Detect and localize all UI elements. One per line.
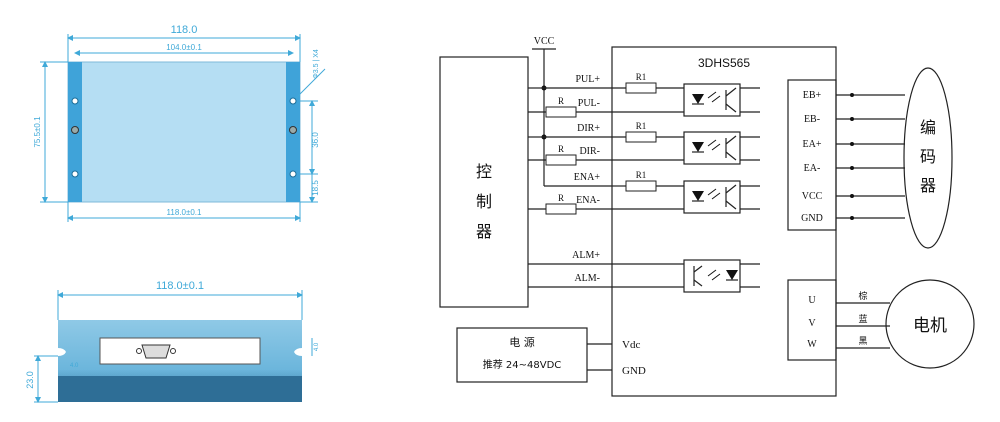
power-title: 电 源 [509, 335, 535, 349]
pin-gnd: GND [622, 365, 646, 377]
mount-hole [289, 97, 297, 105]
pin-pul-minus: PUL- [578, 98, 600, 109]
enc-pin: EA+ [803, 139, 822, 150]
pin-ena-minus: ENA- [576, 195, 600, 206]
dim-height: 75.5±0.1 [33, 116, 42, 148]
screw-icon [289, 126, 297, 134]
enc-pin: VCC [802, 191, 823, 202]
dim-side-depth: 4.0 [314, 342, 320, 351]
r1-label: R1 [636, 72, 647, 82]
enc-pin: EB- [804, 114, 820, 125]
mount-hole [289, 170, 297, 178]
wire-color: 黑 [858, 336, 867, 347]
slot-left [58, 348, 66, 356]
controller-label-2: 制 [476, 192, 492, 211]
motor-pin: W [807, 339, 817, 350]
encoder-label-3: 器 [920, 176, 936, 195]
r1-label: R1 [636, 170, 647, 180]
housing-top [67, 61, 301, 203]
db9-connector-icon [141, 344, 171, 359]
r-label: R [558, 193, 564, 203]
dim-bottom-width: 118.0±0.1 [167, 208, 202, 217]
optocoupler-icon [683, 180, 741, 214]
side-view: 118.0±0.1 23.0 4.0 4.0 [25, 280, 320, 403]
pin-dir-minus: DIR- [579, 146, 600, 157]
r-label: R [558, 96, 564, 106]
mount-hole [71, 97, 79, 105]
vcc-label: VCC [534, 36, 555, 47]
controller-label-1: 控 [476, 162, 492, 181]
dim-hole-dia: Φ3.5 | X4 [313, 49, 320, 79]
screw-icon [136, 348, 142, 354]
wire-color: 棕 [858, 290, 867, 302]
encoder-label-2: 码 [920, 147, 936, 166]
optocoupler-icon [683, 83, 741, 117]
r1-label: R1 [636, 121, 647, 131]
mount-hole [71, 170, 79, 178]
motor-pin: V [808, 318, 816, 329]
dim-mount-edge: 18.5 [311, 180, 320, 196]
dim-top-width: 118.0 [171, 24, 198, 36]
enc-pin: EA- [804, 163, 821, 174]
dim-side-height: 23.0 [25, 371, 35, 389]
controller-box [439, 56, 529, 308]
controller-label-3: 器 [476, 222, 492, 241]
slot-right [294, 348, 302, 356]
dim-hole-spacing: 104.0±0.1 [166, 43, 202, 52]
enc-pin: EB+ [803, 90, 822, 101]
pin-pul-plus: PUL+ [575, 74, 600, 85]
r-label: R [558, 144, 564, 154]
encoder-terminal [787, 79, 837, 231]
pin-vdc: Vdc [622, 339, 640, 351]
connector-plate [99, 337, 261, 365]
power-recommend: 推荐 24~48VDC [483, 358, 562, 371]
optocoupler-icon [683, 131, 741, 165]
wiring-schematic: 控 制 器 VCC 3DHS565 PUL+ R1 PUL- R DIR+ [439, 36, 975, 397]
wire-color: 蓝 [858, 313, 867, 325]
encoder-ellipse [903, 67, 953, 249]
motor-terminal [787, 279, 837, 361]
screw-icon [170, 348, 176, 354]
heatsink-base [58, 376, 302, 402]
screw-icon [71, 126, 79, 134]
encoder-label-1: 编 [920, 118, 936, 137]
pin-alm-plus: ALM+ [572, 250, 600, 261]
motor-pin: U [808, 295, 816, 306]
pin-dir-plus: DIR+ [577, 123, 600, 134]
motor-label: 电机 [913, 316, 947, 336]
pin-ena-plus: ENA+ [574, 172, 601, 183]
motor-circle [885, 279, 975, 369]
enc-pin: GND [801, 213, 823, 224]
driver-model: 3DHS565 [698, 56, 750, 70]
dim-side-width: 118.0±0.1 [156, 280, 204, 292]
dim-mount-mid: 36.0 [311, 132, 320, 148]
pin-alm-minus: ALM- [574, 273, 600, 284]
dim-side-notch: 4.0 [70, 363, 79, 369]
alarm-optocoupler-icon [683, 259, 741, 293]
top-view: 118.0 104.0±0.1 75.5±0.1 36.0 18.5 Φ3.5 … [33, 24, 326, 222]
power-supply-box [456, 327, 588, 383]
